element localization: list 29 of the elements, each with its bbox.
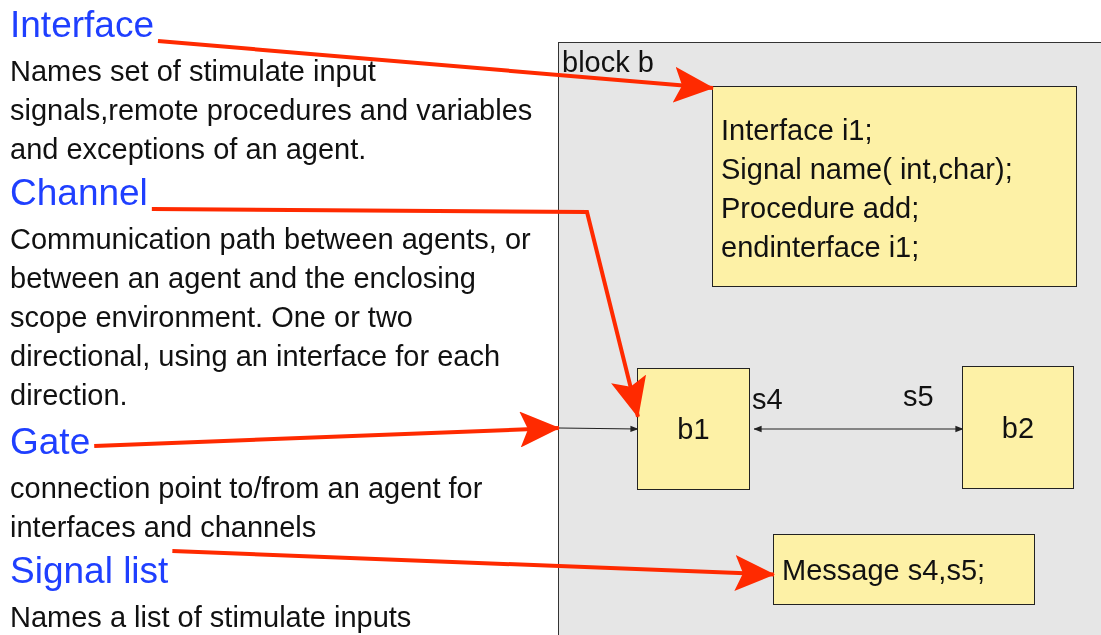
agent-box <box>637 368 750 490</box>
callout-arrow <box>172 549 775 591</box>
interface-box <box>712 86 1077 287</box>
term-heading: Interface <box>10 5 154 45</box>
term-heading: Gate <box>10 422 91 462</box>
signal-list-text: Message s4,s5; <box>782 555 986 585</box>
term-description: connection point to/from an agent for interfaces and channels <box>10 471 484 545</box>
callout-arrow <box>151 207 647 418</box>
block-label: block b <box>562 47 654 77</box>
connector-arrow <box>558 425 639 433</box>
callout-arrow <box>94 411 560 448</box>
agent-label: b2 <box>1000 412 1036 443</box>
term-description: Names a list of stimulate inputs <box>10 600 413 635</box>
code-line: Procedure add; <box>721 193 920 223</box>
code-line: Signal name( int,char); <box>721 154 1013 184</box>
code-line: endinterface i1; <box>721 232 920 262</box>
connector-arrow <box>753 425 964 433</box>
agent-label: b1 <box>676 414 711 444</box>
term-heading: Signal list <box>10 551 169 591</box>
signal-list-box <box>773 534 1035 605</box>
signal-name: s5 <box>903 381 934 411</box>
term-description: Communication path between agents, or between an agent and the enclosing scope environment. One or two directional, using an interface for each direction. <box>10 222 532 413</box>
term-heading: Channel <box>10 173 148 213</box>
code-line: Interface i1; <box>721 115 873 145</box>
agent-box <box>962 366 1074 489</box>
block-frame <box>558 42 1101 635</box>
term-description: Names set of stimulate input signals,remote procedures and variables and exceptions of an agent. <box>10 54 534 167</box>
signal-name: s4 <box>752 384 783 414</box>
callout-arrow <box>157 39 714 103</box>
